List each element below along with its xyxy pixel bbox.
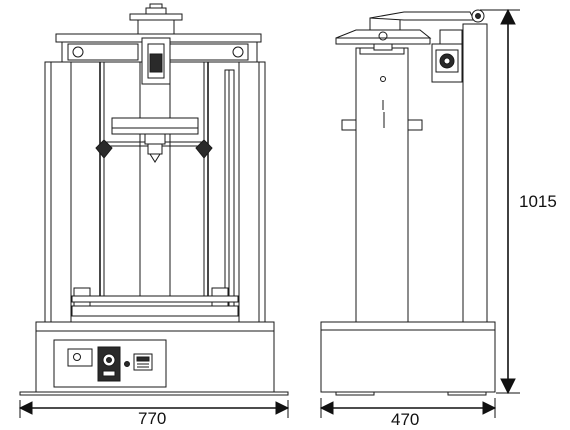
dimension-height — [480, 10, 520, 393]
front-view — [20, 4, 288, 395]
left-lock-knob-icon — [96, 140, 112, 158]
front-top-assembly — [56, 4, 261, 84]
arrow-up-icon — [501, 10, 515, 24]
panel-emergency-stop-icon — [125, 362, 130, 367]
arrow-down-icon — [501, 379, 515, 393]
depth-dimension-label: 470 — [391, 410, 420, 429]
dimension-width — [20, 400, 288, 418]
front-base — [20, 322, 288, 395]
arrow-right-icon — [276, 402, 288, 414]
side-column — [342, 48, 422, 322]
height-dimension-label: 1015 — [519, 192, 557, 211]
arrow-left-icon — [20, 402, 32, 414]
dimension-depth — [321, 398, 495, 418]
panel-indicator-icon — [74, 354, 81, 361]
arrow-right-icon — [483, 402, 495, 414]
front-frame — [45, 60, 265, 322]
right-lock-knob-icon — [196, 140, 212, 158]
side-base — [321, 322, 495, 395]
width-dimension-label: 770 — [138, 409, 167, 428]
side-view — [321, 10, 495, 395]
arrow-left-icon — [321, 402, 333, 414]
side-tower — [432, 24, 487, 322]
side-top-arm — [336, 10, 484, 50]
panel-controller — [134, 354, 152, 370]
front-crosshead — [96, 118, 212, 162]
